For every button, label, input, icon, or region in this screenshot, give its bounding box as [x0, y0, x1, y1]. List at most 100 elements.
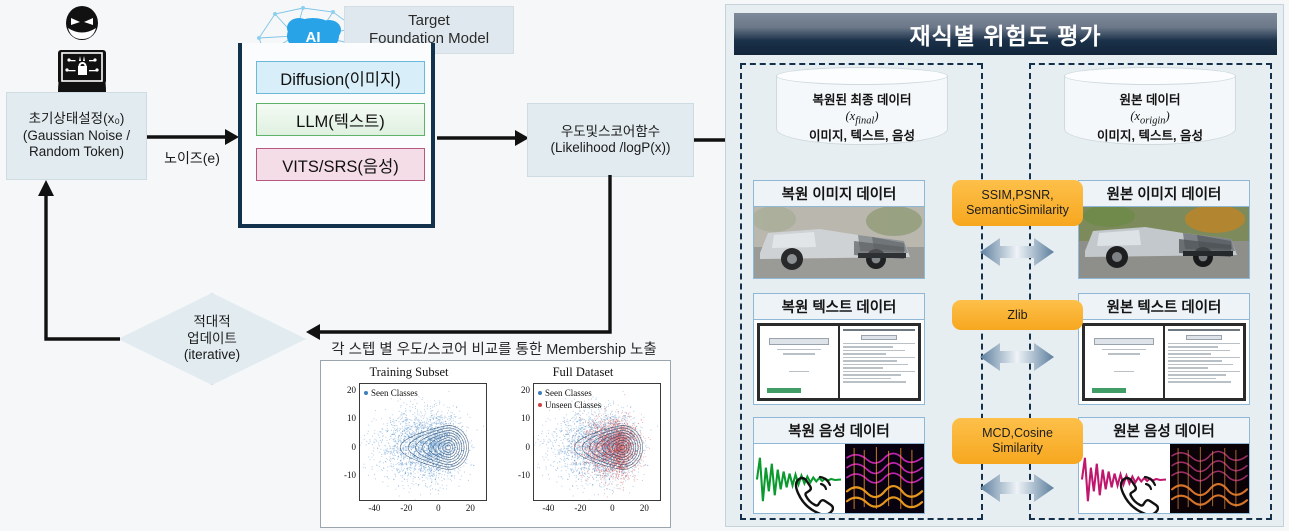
- restored-audio-thumb: [753, 444, 925, 514]
- spectrogram-orange-icon: [1169, 444, 1249, 513]
- feedback-path: [306, 175, 612, 340]
- subplot-training-subset: Training Subset 20 10 0 -10 Seen Classes…: [325, 363, 493, 527]
- y-tick: 0: [351, 441, 357, 452]
- model-to-likelihood-arrow: [437, 130, 529, 146]
- document-pages-icon: [1082, 323, 1246, 401]
- badge-line-2: Similarity: [992, 441, 1043, 455]
- original-text-thumb: [1078, 320, 1250, 405]
- model-row-diffusion: Diffusion(이미지): [256, 61, 425, 94]
- phone-call-icon: [795, 475, 835, 513]
- model-row-vits-label: VITS/SRS(음성): [282, 157, 399, 176]
- diamond-line-3: (iterative): [183, 347, 241, 363]
- svg-text:AI: AI: [306, 29, 321, 46]
- y-tick: 10: [521, 413, 530, 424]
- audio-compare-arrow: [980, 474, 1054, 502]
- model-row-diffusion-label: Diffusion(이미지): [280, 70, 401, 89]
- risk-evaluation-pane: 재식별 위험도 평가 복원된 최종 데이터 ((xxfinal) 이미지, 텍스…: [725, 4, 1284, 527]
- x-tick: -40: [368, 503, 381, 513]
- y-tick: -10: [344, 470, 356, 481]
- x-tick: -20: [400, 503, 413, 513]
- legend-label: Seen Classes: [371, 388, 418, 398]
- x-tick: -40: [542, 503, 555, 513]
- image-metrics-badge[interactable]: SSIM,PSNR, SemanticSimilarity: [952, 180, 1083, 226]
- plot-area-right: Seen Classes Unseen Classes: [533, 383, 661, 501]
- y-tick: 10: [347, 413, 356, 424]
- original-image-card-label: 원본 이미지 데이터: [1078, 180, 1250, 207]
- legend-left: Seen Classes: [364, 387, 418, 399]
- restored-text-card[interactable]: 복원 텍스트 데이터: [753, 293, 925, 405]
- update-to-init-arrow: [38, 180, 120, 341]
- spectrogram-magenta-icon: [844, 444, 924, 513]
- original-text-card-label: 원본 텍스트 데이터: [1078, 293, 1250, 320]
- text-compare-arrow: [980, 343, 1054, 371]
- phone-call-icon: [1120, 475, 1160, 513]
- model-row-llm: LLM(텍스트): [256, 103, 425, 136]
- y-tick: 20: [347, 385, 356, 396]
- subplot-title-left: Training Subset: [369, 365, 449, 379]
- original-image-card[interactable]: 원본 이미지 데이터: [1078, 180, 1250, 279]
- y-tick: 0: [525, 441, 531, 452]
- likelihood-score-box: 우도및스코어함수 (Likelihood /logP(x)): [527, 103, 694, 177]
- target-line-1: Target: [408, 11, 450, 29]
- restored-data-column: [740, 63, 983, 520]
- original-audio-card-label: 원본 음성 데이터: [1078, 417, 1250, 444]
- cyl-line-1: 원본 데이터: [1119, 92, 1181, 107]
- plot-area-left: Seen Classes: [359, 383, 487, 501]
- restored-text-thumb: [753, 320, 925, 405]
- likelihood-line-1: 우도및스코어함수: [560, 123, 661, 139]
- badge-line-2: SemanticSimilarity: [966, 203, 1069, 217]
- x-tick: 0: [436, 503, 441, 513]
- membership-caption: 각 스텝 별 우도/스코어 비교를 통한 Membership 노출: [331, 342, 657, 358]
- waveform-green-icon: [754, 444, 845, 513]
- text-metrics-badge[interactable]: Zlib: [952, 300, 1083, 330]
- init-line-2: (Gaussian Noise /: [22, 127, 131, 143]
- original-data-column: [1029, 63, 1272, 520]
- x-tick: -20: [574, 503, 587, 513]
- x-tick: 20: [639, 503, 649, 513]
- badge-line-1: MCD,Cosine: [982, 426, 1053, 440]
- y-axis-left: 20 10 0 -10: [325, 383, 356, 501]
- cyl-line-3: 이미지, 텍스트, 음성: [809, 129, 915, 144]
- model-row-vits: VITS/SRS(음성): [256, 148, 425, 181]
- legend-right: Seen Classes Unseen Classes: [538, 387, 601, 411]
- waveform-magenta-icon: [1079, 444, 1170, 513]
- restored-image-card[interactable]: 복원 이미지 데이터: [753, 180, 925, 279]
- noise-edge-label: 노이즈(e): [164, 150, 220, 166]
- cylinder-top: [1064, 67, 1236, 85]
- image-compare-arrow: [980, 238, 1054, 266]
- subplot-full-dataset: Full Dataset 20 10 0 -10 Seen Classes Un…: [499, 363, 667, 527]
- audio-metrics-badge[interactable]: MCD,Cosine Similarity: [952, 418, 1083, 464]
- original-audio-card[interactable]: 원본 음성 데이터: [1078, 417, 1250, 514]
- restored-text-card-label: 복원 텍스트 데이터: [753, 293, 925, 320]
- initial-state-box: 초기상태설정(x₀) (Gaussian Noise / Random Toke…: [6, 92, 147, 180]
- y-tick: 20: [521, 385, 530, 396]
- hacker-icon: [58, 6, 106, 92]
- badge-line-1: Zlib: [1007, 307, 1028, 322]
- subplot-title-right: Full Dataset: [552, 365, 614, 379]
- car-photo-color-icon: [1079, 207, 1249, 278]
- original-data-cylinder: 원본 데이터 (xorigin) 이미지, 텍스트, 음성: [1064, 67, 1236, 153]
- original-text-card[interactable]: 원본 텍스트 데이터: [1078, 293, 1250, 405]
- pane-title: 재식별 위험도 평가: [734, 13, 1277, 55]
- noise-arrow: [147, 129, 239, 145]
- cylinder-top: [776, 67, 948, 85]
- legend-label: Unseen Classes: [545, 400, 602, 411]
- original-audio-thumb: [1078, 444, 1250, 514]
- restored-audio-card[interactable]: 복원 음성 데이터: [753, 417, 925, 514]
- restored-audio-card-label: 복원 음성 데이터: [753, 417, 925, 444]
- x-tick: 0: [610, 503, 615, 513]
- adversarial-update-diamond: 적대적 업데이트 (iterative): [118, 293, 306, 385]
- cyl-line-1: 복원된 최종 데이터: [812, 92, 912, 107]
- cylinder-body: [1064, 75, 1236, 145]
- cyl-line-2: ((xxfinal): [845, 108, 879, 127]
- badge-line-1: SSIM,PSNR,: [981, 188, 1054, 202]
- likelihood-line-2: (Likelihood /logP(x)): [550, 140, 671, 155]
- diamond-line-2: 업데이트: [187, 330, 237, 346]
- y-axis-right: 20 10 0 -10: [499, 383, 530, 501]
- diamond-line-1: 적대적: [193, 313, 231, 329]
- restored-data-cylinder: 복원된 최종 데이터 ((xxfinal) 이미지, 텍스트, 음성: [776, 67, 948, 153]
- x-axis-right: -40 -20 0 20: [533, 503, 661, 515]
- y-tick: -10: [518, 470, 530, 481]
- cyl-line-2: (xorigin): [1130, 108, 1170, 127]
